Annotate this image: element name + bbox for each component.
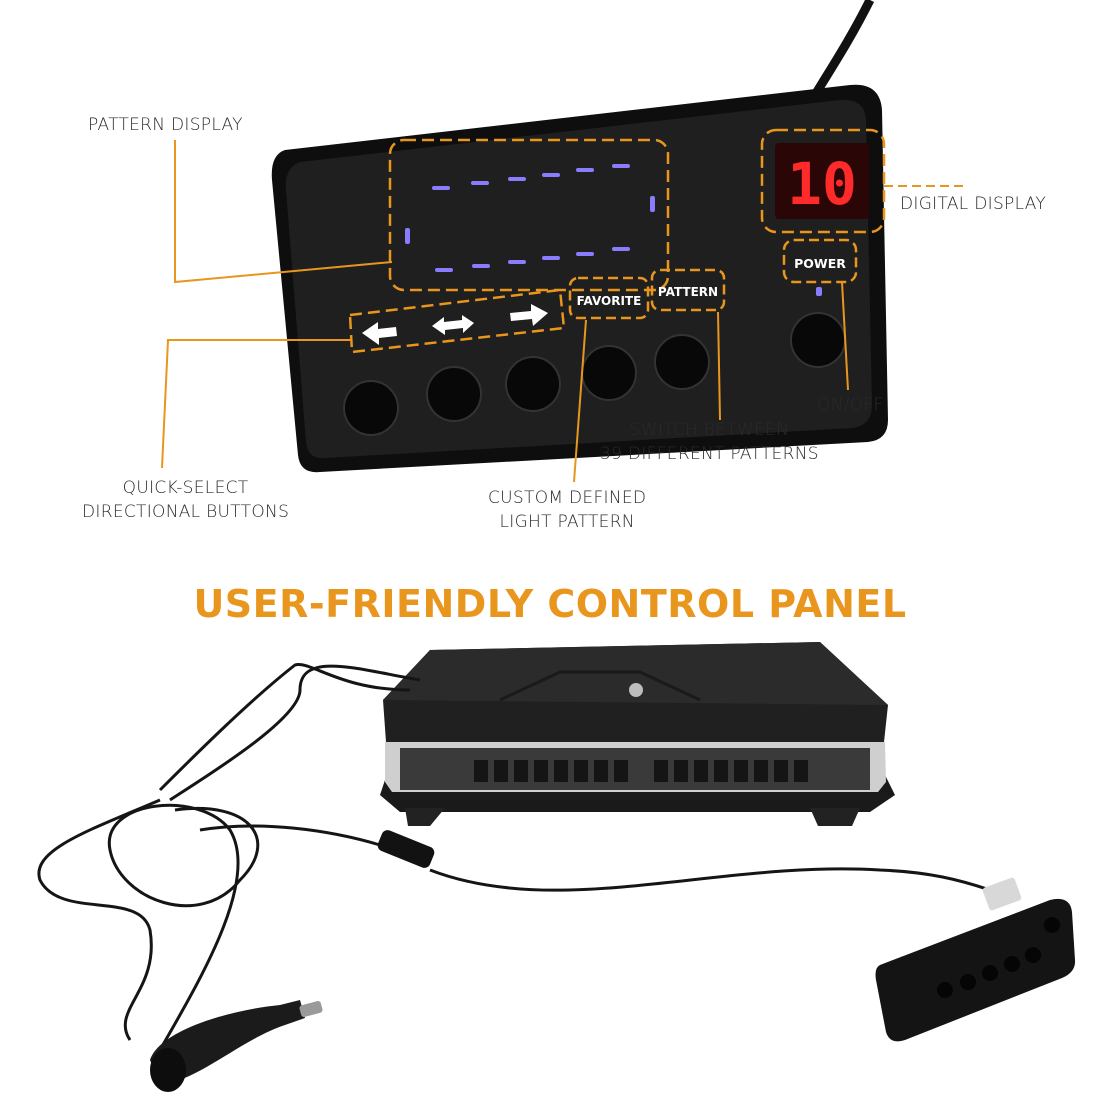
cigarette-lighter-plug: [150, 1000, 323, 1092]
led-module: [594, 760, 608, 782]
led: [435, 268, 453, 272]
led-module: [494, 760, 508, 782]
favorite-button[interactable]: [581, 345, 637, 401]
pattern-display-leds: [405, 164, 655, 272]
led: [472, 264, 490, 268]
callout-custom-line2: LIGHT PATTERN: [499, 512, 635, 532]
light-bar-screw: [629, 683, 643, 697]
mini-button: [1004, 956, 1020, 972]
led-module: [694, 760, 708, 782]
led-module: [474, 760, 488, 782]
led: [508, 260, 526, 264]
favorite-label: FAVORITE: [577, 294, 642, 308]
led-module: [794, 760, 808, 782]
power-led: [816, 287, 822, 296]
favorite-label-frame: [568, 276, 650, 320]
power-leader: [841, 281, 849, 391]
callout-on-off: ON/OFF: [817, 395, 884, 415]
arrow-both-icon: [432, 315, 474, 335]
arrow-right-icon: [510, 304, 548, 326]
led: [576, 168, 594, 172]
arrow-left-icon: [362, 322, 397, 345]
directional-leader: [161, 339, 352, 469]
led: [471, 181, 489, 185]
wiring: [37, 662, 991, 1051]
mini-button: [1044, 917, 1060, 933]
pattern-label-frame: [650, 268, 726, 312]
callout-quick-line1: QUICK-SELECT: [122, 478, 249, 498]
led-module: [534, 760, 548, 782]
led: [612, 247, 630, 251]
led-module: [774, 760, 788, 782]
callout-custom-line1: CUSTOM DEFINED: [488, 488, 647, 508]
callout-digital-display: DIGITAL DISPLAY: [900, 194, 1047, 214]
callout-switch-line1: SWITCH BETWEEN: [629, 420, 790, 440]
mini-button: [960, 974, 976, 990]
callout-pattern-display: PATTERN DISPLAY: [88, 115, 243, 135]
callout-lines: [161, 140, 968, 483]
led: [508, 177, 526, 181]
digital-display-screen: [775, 143, 869, 219]
pattern-leader: [717, 311, 721, 421]
led-module: [714, 760, 728, 782]
headline: USER-FRIENDLY CONTROL PANEL: [193, 582, 907, 626]
right-arrow-button[interactable]: [505, 356, 561, 412]
led: [576, 252, 594, 256]
pattern-display-frame: [388, 138, 670, 292]
light-bar-leds: [474, 760, 808, 782]
led: [405, 228, 410, 244]
callout-switch-patterns: SWITCH BETWEEN 39 DIFFERENT PATTERNS: [600, 418, 819, 466]
pattern-label: PATTERN: [658, 285, 718, 299]
led-module: [674, 760, 688, 782]
led: [542, 173, 560, 177]
inline-connector: [377, 830, 435, 868]
callout-custom-pattern: CUSTOM DEFINED LIGHT PATTERN: [488, 486, 646, 534]
digital-display-frame: [760, 128, 886, 234]
mini-button: [982, 965, 998, 981]
callout-quick-select: QUICK-SELECT DIRECTIONAL BUTTONS: [82, 476, 289, 524]
led-module: [734, 760, 748, 782]
both-arrow-button[interactable]: [426, 366, 482, 422]
led-module: [654, 760, 668, 782]
led-module: [614, 760, 628, 782]
led-module: [574, 760, 588, 782]
power-label: POWER: [794, 256, 846, 271]
mini-button: [1025, 947, 1041, 963]
led-module: [754, 760, 768, 782]
power-label-frame: [782, 238, 858, 284]
controller-top-cable: [811, 0, 875, 98]
led: [650, 196, 655, 212]
led: [432, 186, 450, 190]
pattern-display-leader: [174, 140, 393, 284]
left-arrow-button[interactable]: [343, 380, 399, 436]
digital-display-value: 10: [787, 150, 857, 218]
small-controller: [875, 877, 1076, 1042]
favorite-leader: [573, 319, 587, 483]
callout-switch-line2: 39 DIFFERENT PATTERNS: [600, 444, 819, 464]
led-module: [554, 760, 568, 782]
power-button[interactable]: [790, 312, 846, 368]
led-module: [514, 760, 528, 782]
led: [612, 164, 630, 168]
mini-button: [937, 982, 953, 998]
callout-quick-line2: DIRECTIONAL BUTTONS: [82, 502, 290, 522]
directional-arrows: [362, 304, 548, 345]
pattern-button[interactable]: [654, 334, 710, 390]
light-bar: [380, 642, 895, 826]
led: [542, 256, 560, 260]
